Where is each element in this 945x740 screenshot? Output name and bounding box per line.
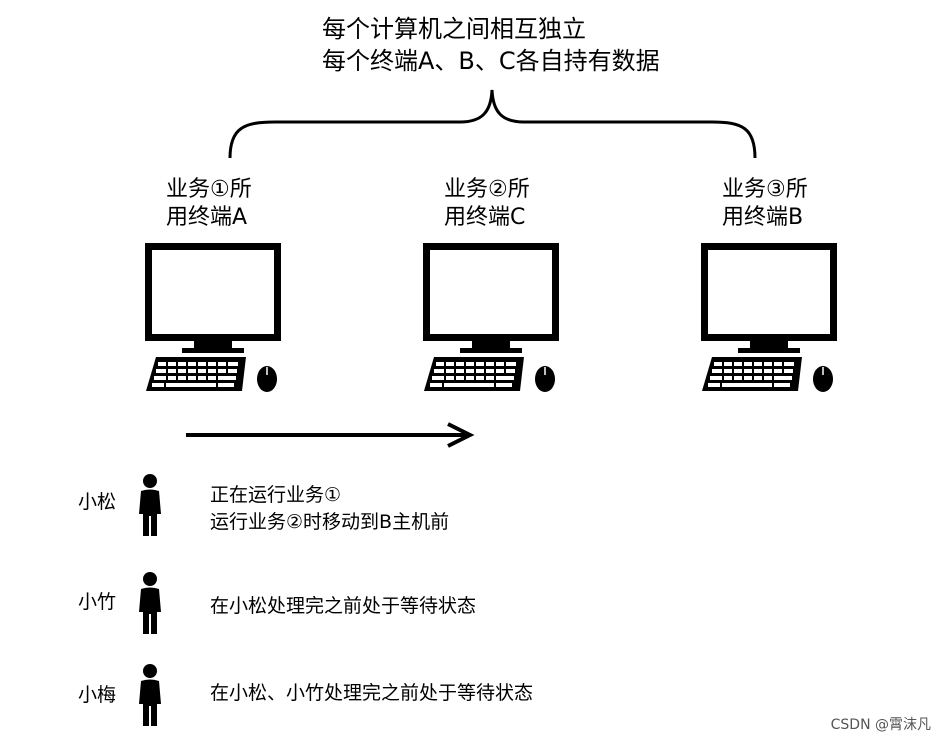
computer-icon bbox=[701, 243, 837, 392]
watermark: CSDN @霄沫凡 bbox=[830, 717, 931, 733]
terminal-a-label-2: 用终端A bbox=[166, 205, 248, 230]
person-name-xiaomei: 小梅 bbox=[78, 684, 117, 706]
status-xiaosong-line-1: 正在运行业务① bbox=[210, 484, 342, 506]
mouse-icon bbox=[813, 366, 833, 392]
header-line-1: 每个计算机之间相互独立 bbox=[322, 15, 586, 43]
person-name-xiaozhu: 小竹 bbox=[78, 591, 117, 613]
person-icon bbox=[139, 572, 161, 634]
terminal-c-label-2: 用终端C bbox=[444, 205, 526, 230]
person-icon bbox=[139, 474, 161, 536]
arrow-right-icon bbox=[186, 422, 475, 448]
person-icon bbox=[139, 664, 161, 726]
keyboard-icon bbox=[424, 357, 524, 391]
computer-b bbox=[698, 240, 843, 400]
computer-icon bbox=[145, 243, 281, 392]
terminal-b-label-1: 业务③所 bbox=[722, 177, 808, 202]
header-line-2: 每个终端A、B、C各自持有数据 bbox=[322, 47, 660, 75]
computer-icon bbox=[423, 243, 559, 392]
status-xiaosong-line-2: 运行业务②时移动到B主机前 bbox=[210, 511, 450, 533]
status-xiaozhu: 在小松处理完之前处于等待状态 bbox=[210, 595, 477, 617]
computer-c bbox=[420, 240, 565, 400]
status-xiaomei: 在小松、小竹处理完之前处于等待状态 bbox=[210, 682, 534, 704]
keyboard-icon bbox=[702, 357, 802, 391]
mouse-icon bbox=[257, 366, 277, 392]
terminal-b-label-2: 用终端B bbox=[722, 205, 804, 230]
keyboard-icon bbox=[146, 357, 246, 391]
terminal-a-label-1: 业务①所 bbox=[166, 177, 252, 202]
person-name-xiaosong: 小松 bbox=[78, 491, 117, 513]
terminal-c-label-1: 业务②所 bbox=[444, 177, 530, 202]
mouse-icon bbox=[535, 366, 555, 392]
computer-a bbox=[142, 240, 287, 400]
